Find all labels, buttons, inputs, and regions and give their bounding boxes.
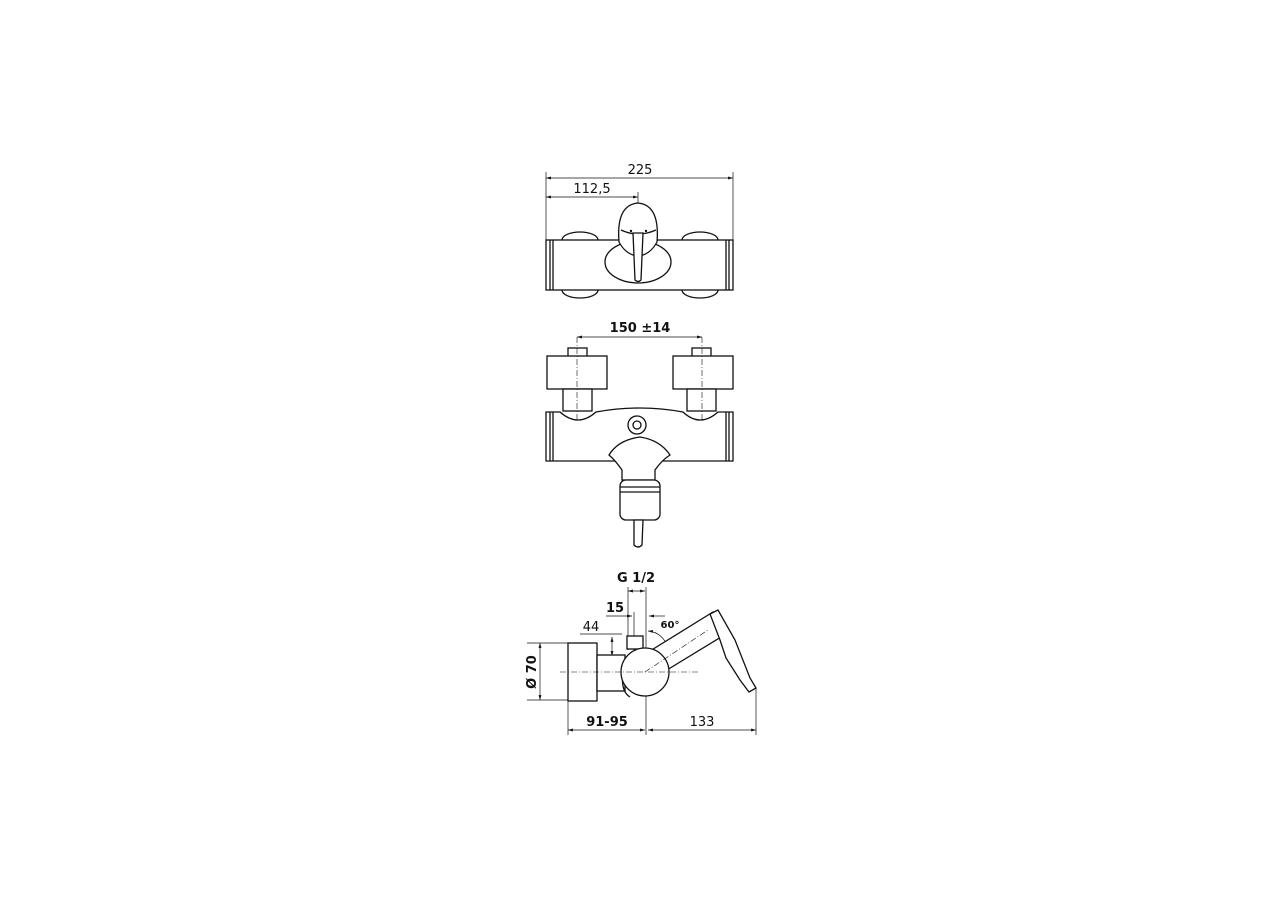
dimension-diameter-70: Ø 70 [525,655,540,689]
dimension-60-deg: 60° [661,620,680,631]
top-view: 225 112,5 [545,163,734,299]
right-connector-nut [672,355,734,390]
side-view: G 1/2 15 44 60° Ø 70 91-95 133 [525,571,757,735]
spout [619,479,661,521]
lever-handle-side [709,609,757,693]
dimension-133: 133 [690,715,715,730]
fitting-icon [627,415,647,435]
dimension-15: 15 [606,601,624,616]
front-view: 150 ±14 [545,321,734,548]
lever [632,232,644,283]
handle-knob [617,202,659,257]
dimension-225: 225 [628,163,653,178]
lever-front [633,519,644,548]
dimension-44: 44 [583,620,600,635]
dimension-91-95: 91-95 [586,715,628,730]
dimension-g12: G 1/2 [617,571,655,586]
dimension-112-5: 112,5 [573,182,610,197]
mixer-body-front [545,407,734,462]
dimension-150: 150 ±14 [610,321,671,336]
